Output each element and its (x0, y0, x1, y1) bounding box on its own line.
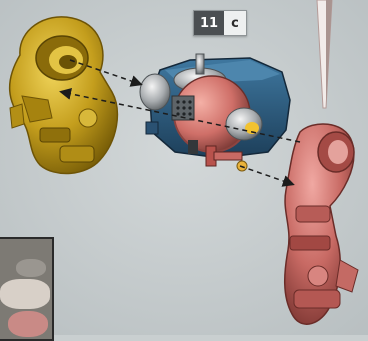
step-letter: c (224, 11, 246, 35)
inset-photo (0, 237, 54, 341)
inset-photo-detail (16, 259, 46, 277)
step-badge: 11 c (193, 10, 247, 36)
inset-photo-detail (0, 279, 50, 309)
step-number: 11 (194, 11, 224, 35)
inset-photo-detail (8, 311, 48, 337)
